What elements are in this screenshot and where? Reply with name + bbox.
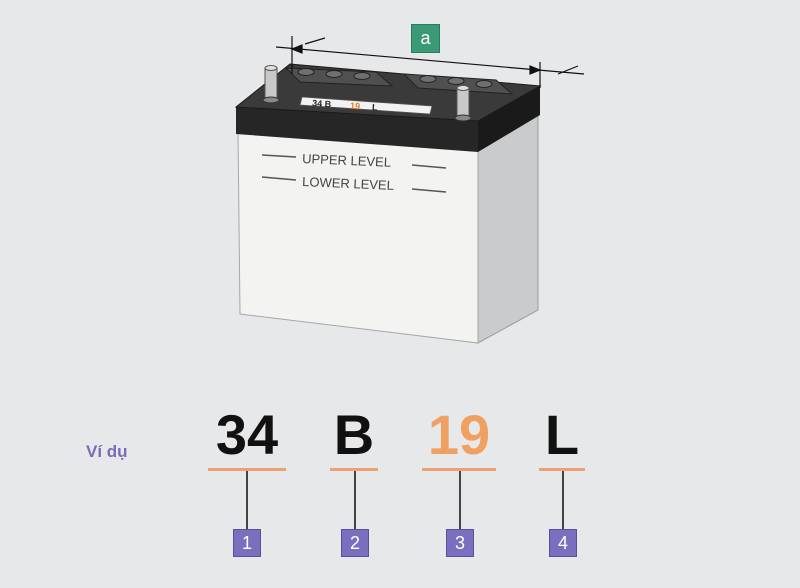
code-stem-4 (562, 471, 564, 529)
code-number-1: 1 (233, 529, 261, 557)
code-stem-3 (459, 471, 461, 529)
top-label-end: L (372, 102, 379, 112)
top-label-accent: 19 (350, 101, 361, 112)
level-lines (261, 154, 447, 193)
code-number-2: 2 (341, 529, 369, 557)
terminal-right (454, 85, 472, 122)
code-number-4: 4 (549, 529, 577, 557)
code-underline-4 (539, 468, 585, 471)
vent-plugs (297, 68, 493, 88)
example-label: Ví dụ (86, 442, 128, 461)
code-part-2: B (333, 403, 375, 466)
code-part-3: 19 (427, 403, 491, 466)
battery-lid-side (478, 86, 540, 152)
code-underline-1 (208, 468, 286, 471)
dimension-line (275, 36, 585, 88)
terminal-left (262, 65, 280, 104)
dimension-a-badge: a (411, 24, 440, 53)
code-part-4: L (544, 403, 580, 466)
code-underline-3 (422, 468, 496, 471)
upper-level-label: UPPER LEVEL (302, 151, 391, 170)
lower-level-label: LOWER LEVEL (302, 174, 394, 193)
code-stem-1 (246, 471, 248, 529)
code-stem-2 (354, 471, 356, 529)
code-underline-2 (330, 468, 378, 471)
battery-lid-front (236, 107, 478, 152)
top-label-main: 34 B (312, 98, 332, 109)
code-part-1: 34 (215, 403, 279, 466)
battery-side-face (477, 111, 539, 344)
code-number-3: 3 (446, 529, 474, 557)
top-label-plate (299, 96, 433, 115)
